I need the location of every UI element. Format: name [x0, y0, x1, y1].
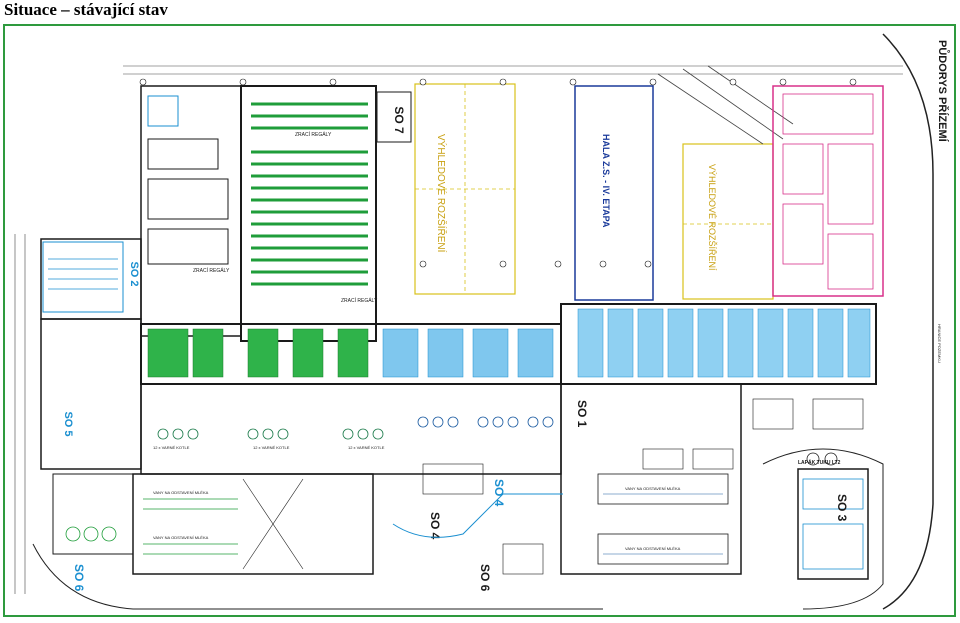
green-vat-blocks — [147, 328, 369, 378]
label-vany-3: VANY NA ODSTAVENÍ MLÉKA — [153, 490, 209, 495]
cold-storage-racks — [577, 308, 871, 378]
blue-pipe-route — [392, 493, 563, 538]
label-vyhledove-1: VÝHLEDOVÉ ROZŠÍŘENÍ — [435, 134, 448, 253]
blue-kettles — [417, 416, 554, 428]
building-so3 — [797, 468, 869, 580]
building-so8-magenta — [772, 85, 884, 297]
building-so7-admin — [140, 85, 242, 337]
site-boundary — [882, 33, 934, 610]
label-so3: SO 3 — [835, 494, 849, 522]
label-hala: HALA Z.S. - IV. ETAPA — [601, 134, 611, 228]
label-vany-2: VANY NA ODSTAVENÍ MLÉKA — [625, 546, 681, 551]
label-vany-4: VANY NA ODSTAVENÍ MLÉKA — [153, 535, 209, 540]
lower-production — [140, 383, 562, 475]
label-so4: SO 4 — [428, 512, 442, 540]
label-vany-1: VANY NA ODSTAVENÍ MLÉKA — [625, 486, 681, 491]
label-so2: SO 2 — [128, 261, 140, 286]
label-so5: SO 5 — [62, 411, 74, 436]
milk-vats — [143, 498, 238, 555]
page-title: Situace – stávající stav — [4, 0, 168, 19]
cheese-kettles — [157, 428, 384, 440]
site-plan-drawing: ZRACÍ REGÁLY ZRACÍ REGÁLY ZRACÍ REGÁLY S… — [3, 24, 957, 618]
hall-iv-etapa — [574, 85, 654, 301]
ripening-shelves — [251, 102, 368, 286]
label-so6-b: SO 6 — [72, 564, 86, 592]
future-expansion-2 — [682, 143, 774, 300]
label-zraci-regaly-2: ZRACÍ REGÁLY — [193, 267, 230, 274]
access-road — [657, 65, 794, 145]
blue-vat-blocks — [382, 328, 554, 378]
building-so5 — [40, 318, 142, 470]
label-vyhledove-2: VÝHLEDOVÉ ROZŠÍŘENÍ — [707, 164, 717, 271]
label-lapak: LAPÁK TUKU LT2 — [798, 459, 841, 466]
label-so4-b: SO 4 — [492, 479, 506, 507]
grid-markers — [139, 78, 857, 268]
drawing-title: PŮDORYS PŘÍZEMÍ — [936, 40, 950, 143]
site-plan-svg: ZRACÍ REGÁLY ZRACÍ REGÁLY ZRACÍ REGÁLY S… — [3, 24, 956, 617]
label-kettles-3: 12 x VARNÉ KOTLE — [348, 445, 385, 450]
road-edge — [32, 543, 603, 610]
label-zraci-regaly-1: ZRACÍ REGÁLY — [295, 131, 332, 138]
label-zraci-regaly-3: ZRACÍ REGÁLY — [341, 297, 378, 304]
label-so6: SO 6 — [478, 564, 492, 592]
road-curve — [762, 448, 884, 610]
building-so1 — [560, 383, 742, 575]
label-kettles-2: 12 x VARNÉ KOTLE — [253, 445, 290, 450]
label-site-boundary: HRANICE POZEMKU — [937, 324, 942, 363]
label-so7: SO 7 — [392, 106, 406, 134]
milk-vat-hall — [132, 473, 374, 575]
label-kettles-1: 12 x VARNÉ KOTLE — [153, 445, 190, 450]
drawing-frame — [3, 24, 956, 617]
label-so1: SO 1 — [575, 400, 589, 428]
